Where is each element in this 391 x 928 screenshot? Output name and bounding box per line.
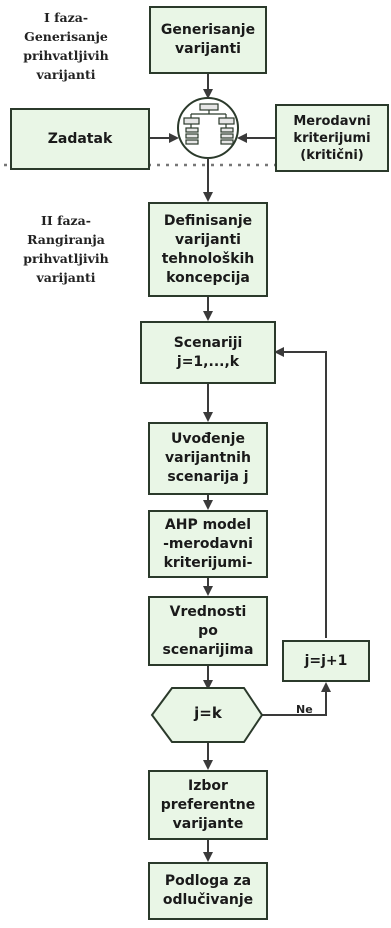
node-increment: j=j+1 bbox=[282, 640, 370, 682]
node-generisanje: Generisanje varijanti bbox=[149, 6, 267, 74]
node-izbor: Izbor preferentne varijante bbox=[148, 770, 268, 840]
node-ahp: AHP model -merodavni kriterijumi- bbox=[148, 510, 268, 578]
hierarchy-icon bbox=[183, 103, 235, 145]
node-podloga: Podloga za odlučivanje bbox=[148, 862, 268, 920]
decision-hexagon bbox=[150, 687, 264, 743]
node-scenariji: Scenariji j=1,...,k bbox=[140, 321, 276, 384]
node-uvodjenje: Uvođenje varijantnih scenarija j bbox=[148, 422, 268, 495]
edge-label-no: Ne bbox=[296, 703, 313, 716]
phase1-label: I faza- Generisanje prihvatljivih varija… bbox=[23, 10, 109, 82]
decision-label: j=k bbox=[194, 704, 222, 722]
node-zadatak: Zadatak bbox=[10, 108, 150, 170]
arrow-decision-increment bbox=[262, 682, 331, 716]
node-kriterijumi: Merodavni kriterijumi (kritični) bbox=[275, 104, 389, 172]
node-definisanje: Definisanje varijanti tehnoloških koncep… bbox=[148, 202, 268, 297]
arrow-increment-scenariji bbox=[274, 347, 327, 638]
phase2-label: II faza- Rangiranja prihvatljivih varija… bbox=[23, 213, 109, 285]
node-vrednosti: Vrednosti po scenarijima bbox=[148, 596, 268, 666]
